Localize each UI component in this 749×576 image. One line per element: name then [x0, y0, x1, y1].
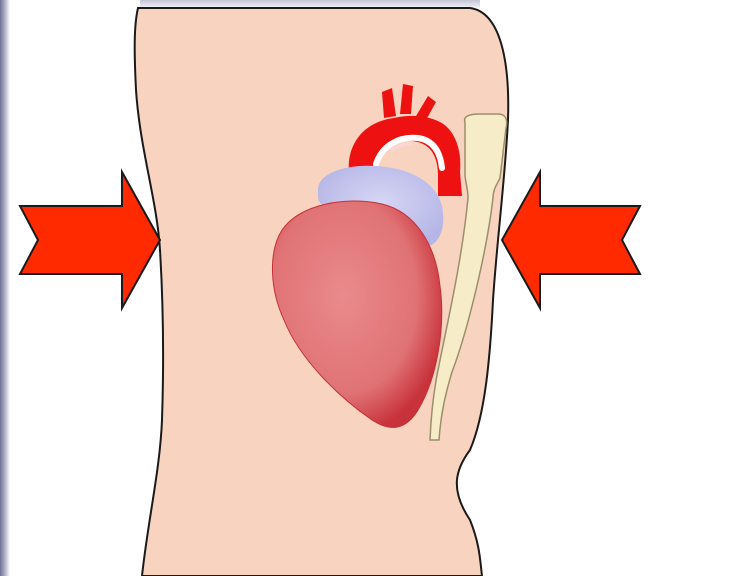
arrow-right-icon	[20, 172, 160, 308]
arrow-left-icon	[502, 172, 640, 308]
